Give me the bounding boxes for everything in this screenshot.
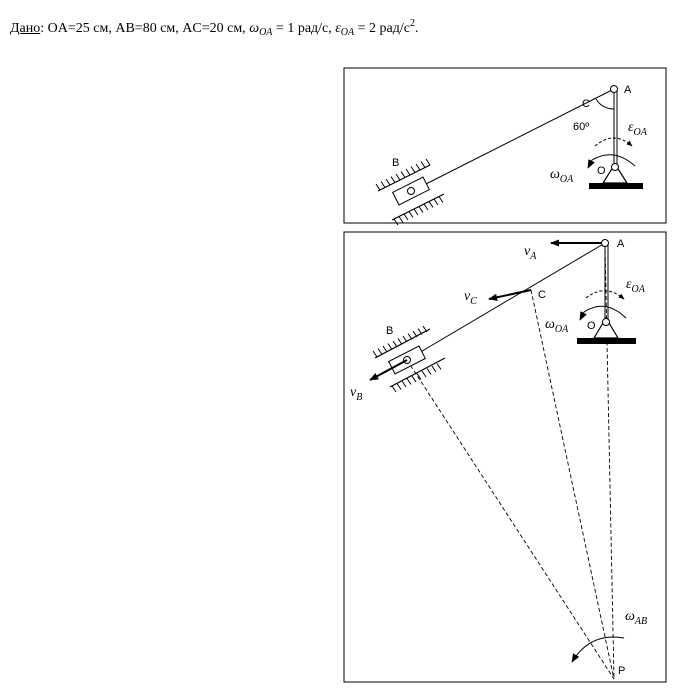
angle-arc [595,98,615,110]
fig2-label-a: A [617,238,625,250]
given-end: . [414,21,419,36]
fig1-omega-label: ωOA [550,167,574,185]
joint-b [407,187,415,195]
fig2-label-c: C [538,289,546,301]
velocity-b-arrow [369,359,408,381]
given-omega-sub: OA [259,27,273,38]
fig1-label-c: C [582,98,590,110]
fig2-vb-label: vB [350,385,362,403]
fig2-label-o: O [587,320,596,332]
fig2-label-b: B [386,325,393,337]
fig1-label-b: B [392,157,399,169]
fig2-omega-label: ωOA [545,317,569,335]
velocity-c-arrow [488,289,532,301]
omega-ab-arrow [571,636,625,663]
fig2-vc-label: vC [464,289,477,307]
given-eps-value: = 2 рад/с [354,21,410,36]
dash-c-p [530,289,615,680]
slider-guide-bottom-2 [389,357,446,393]
omega-oa-arrow [587,154,636,169]
figure-2: A C B O P vA vC vB εOA ωOA ωAB [343,231,667,683]
ground-o-2 [577,338,636,344]
fig2-omega-ab-label: ωAB [625,609,647,627]
given-lengths: : OA=25 см, AB=80 см, AC=20 см, [40,21,250,36]
fig2-va-label: vA [524,244,537,262]
figure-1: A C B O 60º εOA ωOA [343,67,667,226]
given-statement: Дано: OA=25 см, AB=80 см, AC=20 см, ωOA … [10,18,418,38]
given-eps-symbol: ε [335,21,341,36]
given-eps-sub: OA [340,27,355,38]
fig2-eps-label: εOA [626,277,646,295]
given-omega-value: = 1 рад/с, [272,21,336,36]
omega-oa-arrow-2 [579,305,627,321]
eps-oa-arrow [594,137,633,147]
fig1-angle: 60º [573,121,589,133]
rod-ab-2 [406,242,606,361]
fig1-label-a: A [624,84,632,96]
joint-o [611,163,619,171]
figure-1-frame [343,67,667,224]
dash-b-p [406,359,615,680]
dash-a-p [604,243,615,680]
slider-guide-top [375,158,431,192]
figure-2-frame [343,231,667,683]
eps-oa-arrow-2 [585,290,625,300]
given-eps-pow: 2 [409,18,415,29]
fig1-eps-label: εOA [628,120,648,138]
slider-guide-bottom [391,193,445,226]
given-omega-symbol: ω [249,21,260,36]
rod-ab [409,88,615,193]
fig1-label-o: O [597,165,606,177]
given-prefix: Дано [10,21,41,36]
slider-guide-top-2 [372,325,431,359]
joint-o-2 [602,318,610,326]
joint-a-2 [601,239,609,247]
joint-a [610,85,618,93]
ground-o [589,183,643,189]
fig2-label-p: P [618,665,625,677]
